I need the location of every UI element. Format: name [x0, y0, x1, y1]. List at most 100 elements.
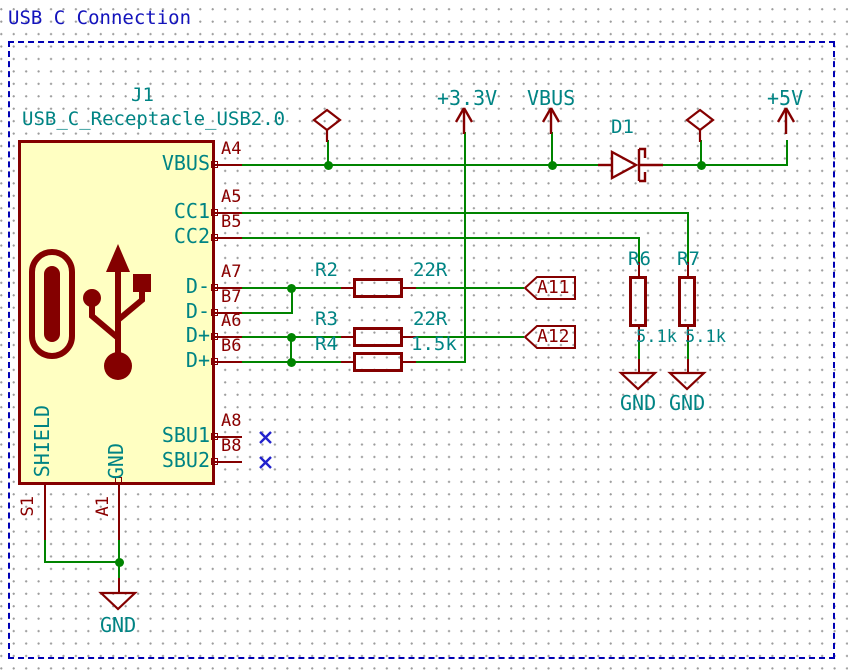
pin-shield[interactable] [44, 485, 46, 541]
hier-label-a12-shape[interactable] [522, 323, 578, 351]
wire-a6-b6[interactable] [290, 337, 292, 363]
wire-5v[interactable] [662, 164, 786, 166]
r6-reference[interactable]: R6 [628, 248, 651, 270]
pin-dminus-a7[interactable] [215, 287, 242, 289]
resistor-r3[interactable] [353, 327, 403, 347]
sheet-border [8, 41, 835, 659]
power-label-vbus[interactable]: VBUS [527, 86, 576, 110]
pin-root-square [211, 358, 218, 365]
r4-value[interactable]: 1.5k [411, 333, 457, 355]
pin-dplus-b6[interactable] [215, 361, 242, 363]
resistor-r7[interactable] [678, 276, 696, 327]
r4-pin-right [403, 361, 416, 363]
pin-dplus-a6[interactable] [215, 336, 242, 338]
hier-label-a12[interactable]: A12 [537, 326, 570, 347]
power-flag-icon[interactable] [312, 106, 342, 144]
wire-5v-port[interactable] [786, 140, 788, 166]
power-flag-icon[interactable] [685, 106, 715, 144]
pin-number-b5: B5 [221, 212, 242, 232]
pin-name-dm1: D- [185, 274, 210, 298]
d1-reference[interactable]: D1 [611, 116, 634, 138]
r6-value[interactable]: 5.1k [636, 327, 677, 347]
r3-pin-left [341, 336, 354, 338]
hier-label-a11[interactable]: A11 [537, 277, 570, 298]
pin-root-square [211, 234, 218, 241]
power-label-3v3[interactable]: +3.3V [437, 86, 498, 110]
power-arrow-icon[interactable] [539, 100, 563, 136]
gnd-label: GND [669, 391, 706, 415]
wire-vbus-port[interactable] [551, 132, 553, 165]
pin-cc2[interactable] [215, 237, 242, 239]
pin-vbus[interactable] [215, 164, 242, 166]
wire-shield-gnd[interactable] [44, 561, 120, 563]
pin-number-a1: A1 [93, 496, 113, 517]
gnd-icon[interactable] [618, 371, 658, 391]
wire-pwrflag-right[interactable] [700, 140, 702, 165]
connector-value[interactable]: USB_C_Receptacle_USB2.0 [22, 108, 286, 130]
pin-name-dm2: D- [185, 299, 210, 323]
gnd-icon[interactable] [98, 591, 138, 611]
pin-number-a4: A4 [221, 139, 242, 159]
wire-r6-gnd[interactable] [638, 341, 640, 360]
wire-r7-gnd[interactable] [687, 341, 689, 360]
junction-dot[interactable] [115, 558, 124, 567]
wire-pwrflag-left[interactable] [327, 140, 329, 165]
wire-dminus-b7[interactable] [242, 312, 292, 314]
pin-number-a6: A6 [221, 311, 242, 331]
power-arrow-icon[interactable] [774, 100, 798, 136]
pin-gnd-bottom[interactable] [118, 485, 120, 541]
r2-reference[interactable]: R2 [315, 259, 338, 281]
pin-root-square [211, 309, 218, 316]
pin-root-square [211, 458, 218, 465]
connector-reference[interactable]: J1 [131, 84, 154, 106]
wire-cc1-r7[interactable] [687, 212, 689, 264]
gnd-label: GND [100, 613, 137, 637]
resistor-r2[interactable] [353, 278, 403, 298]
r7-value[interactable]: 5.1k [685, 327, 726, 347]
junction-dot[interactable] [287, 358, 296, 367]
r2-pin-left [341, 287, 354, 289]
sheet-title[interactable]: USB C Connection [8, 7, 192, 29]
wire-r4-pullup[interactable] [415, 361, 466, 363]
r3-value[interactable]: 22R [413, 308, 448, 330]
resistor-r4[interactable] [353, 352, 403, 372]
pin-root-square [211, 433, 218, 440]
gnd-pin-bottom [118, 578, 120, 594]
pin-cc1[interactable] [215, 212, 242, 214]
wire-3v3-vertical[interactable] [464, 132, 466, 363]
wire-to-gnd-symbol[interactable] [118, 562, 120, 580]
power-arrow-icon[interactable] [452, 100, 476, 136]
wire-cc2[interactable] [242, 237, 638, 239]
pin-root-square [211, 284, 218, 291]
wire-b7-elbow[interactable] [291, 288, 293, 314]
junction-dot[interactable] [697, 161, 706, 170]
gnd-icon[interactable] [667, 371, 707, 391]
junction-dot[interactable] [287, 333, 296, 342]
no-connect-icon[interactable] [258, 455, 273, 470]
wire-to-a12[interactable] [415, 336, 524, 338]
junction-dot[interactable] [548, 161, 557, 170]
pin-sbu2[interactable] [215, 461, 242, 463]
resistor-r6[interactable] [629, 276, 647, 327]
wire-gnd-down[interactable] [118, 540, 120, 563]
junction-dot[interactable] [287, 284, 296, 293]
junction-dot[interactable] [324, 161, 333, 170]
wire-cc2-r6[interactable] [638, 237, 640, 264]
r2-pin-right [403, 287, 416, 289]
r4-reference[interactable]: R4 [315, 333, 338, 355]
pin-name-sbu2: SBU2 [161, 448, 210, 472]
r2-value[interactable]: 22R [413, 259, 448, 281]
pin-sbu1[interactable] [215, 436, 242, 438]
pin-name-cc1: CC1 [173, 199, 210, 223]
wire-to-a11[interactable] [415, 287, 524, 289]
hier-label-a11-shape[interactable] [522, 274, 578, 302]
r4-pin-left [341, 361, 354, 363]
power-label-5v[interactable]: +5V [767, 86, 804, 110]
diode-d1[interactable] [596, 142, 666, 188]
wire-vbus[interactable] [242, 164, 598, 166]
r7-reference[interactable]: R7 [677, 248, 700, 270]
no-connect-icon[interactable] [258, 430, 273, 445]
wire-shield-down[interactable] [44, 540, 46, 563]
pin-dminus-b7[interactable] [215, 312, 242, 314]
r3-reference[interactable]: R3 [315, 308, 338, 330]
